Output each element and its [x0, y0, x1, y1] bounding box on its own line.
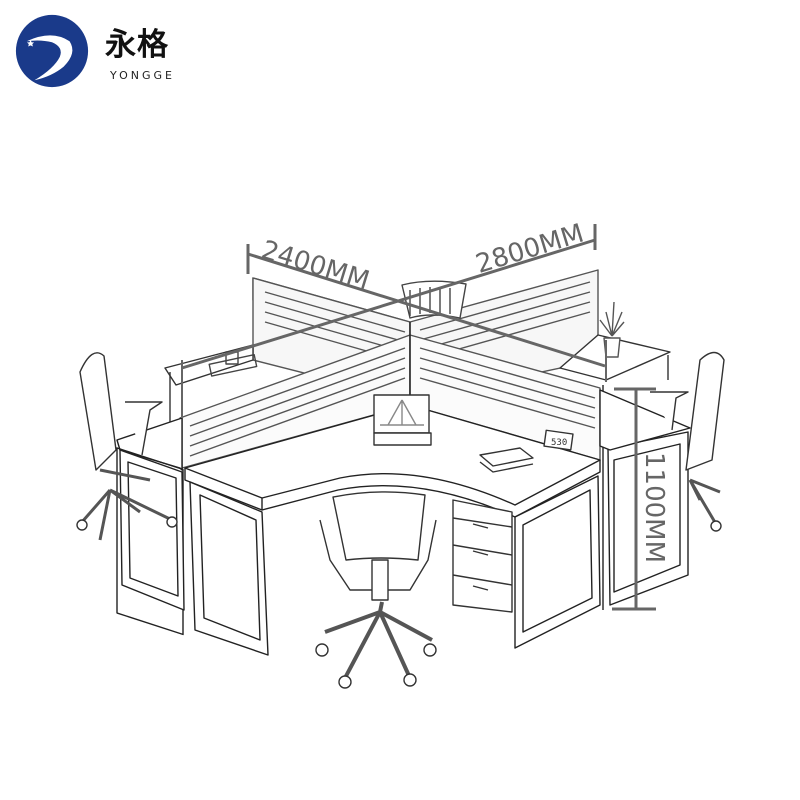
laptop-icon [373, 394, 432, 446]
right-chair [650, 351, 725, 532]
books-icon [479, 447, 534, 473]
brand-name-cn: 永格 [105, 27, 169, 63]
dimension-lines [181, 224, 656, 611]
crescent-swoosh-icon [15, 14, 89, 88]
brand-logo: 永格 YONGGE [10, 10, 190, 88]
right-side-desk [599, 389, 691, 451]
brand-name-en: YONGGE [110, 69, 176, 82]
desk-clock [543, 429, 574, 451]
mobile-pedestal [452, 499, 513, 613]
desk-legs [119, 431, 689, 656]
desk-clock-display: 530 [551, 438, 567, 448]
front-left-partition [179, 334, 411, 469]
left-chair [76, 352, 178, 541]
front-chair [315, 491, 437, 689]
height-dimension-label: 1100MM [639, 452, 669, 564]
